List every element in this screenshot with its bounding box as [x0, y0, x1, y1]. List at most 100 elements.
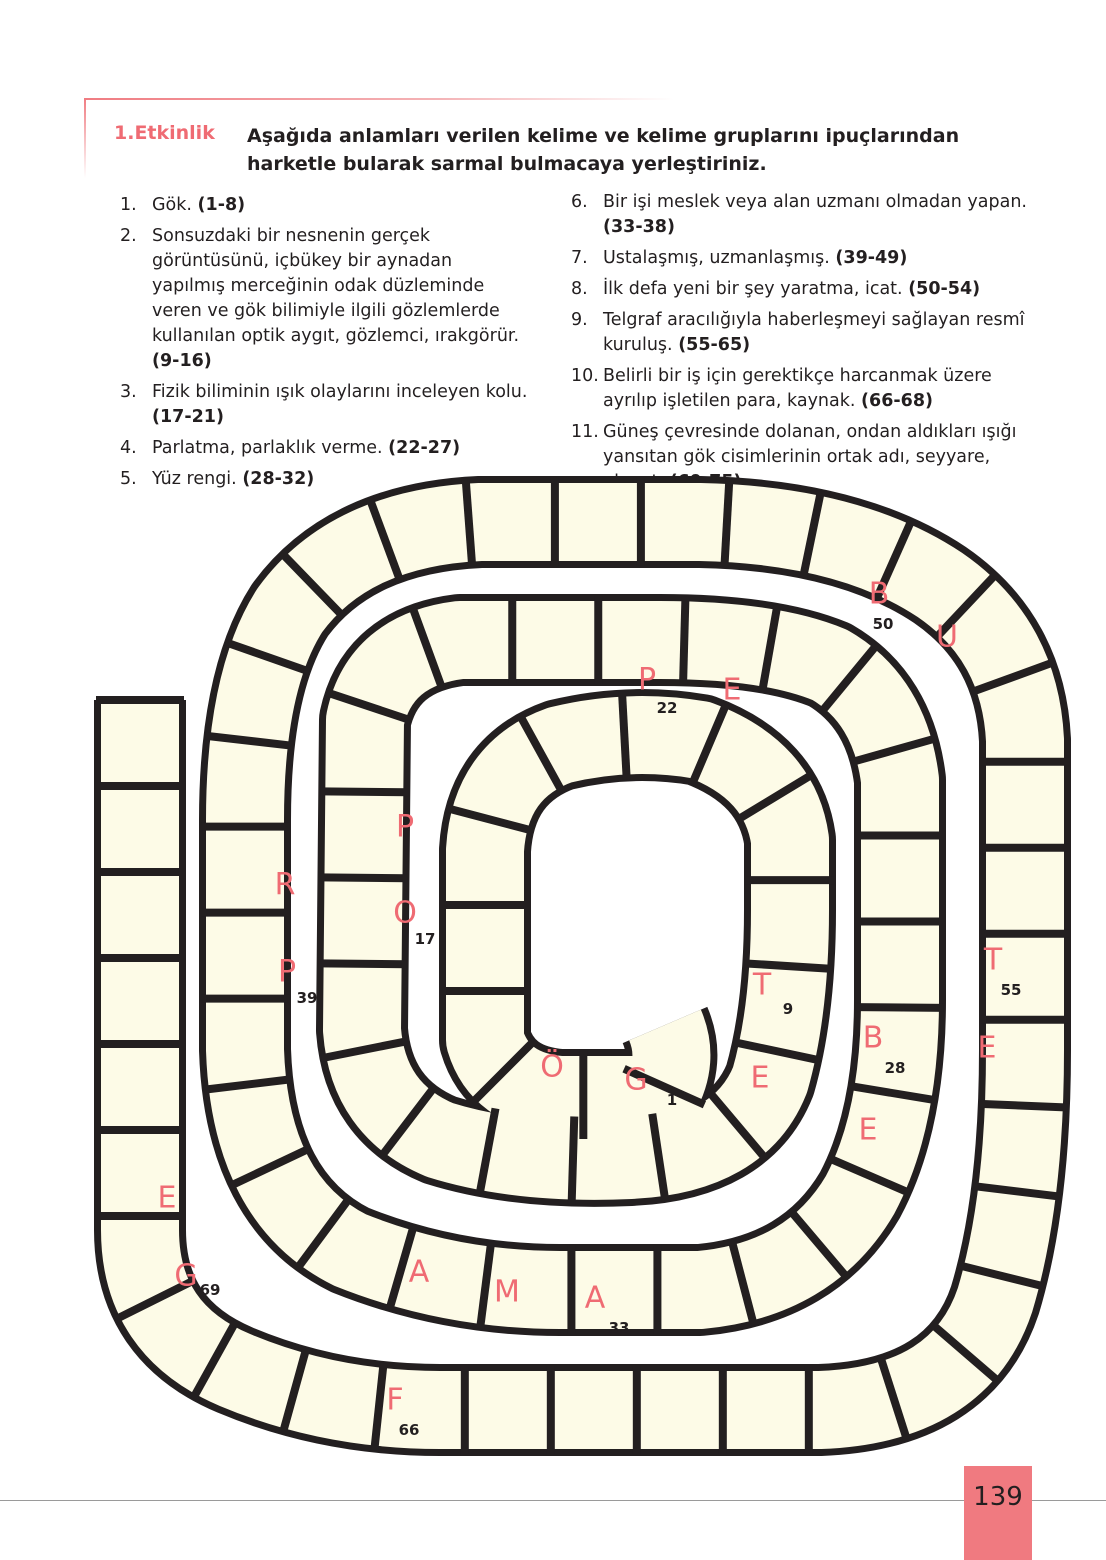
clue-number: 10. [571, 366, 599, 386]
footer-rule [0, 1500, 1106, 1501]
clue-text: Telgraf aracılığıyla haberleşmeyi sağlay… [603, 310, 1025, 355]
clue-number: 5. [120, 469, 137, 489]
clue-text: Bir işi meslek veya alan uzmanı olmadan … [603, 192, 1027, 212]
cell-divider [970, 658, 1056, 696]
cell-number: 1 [667, 1091, 677, 1109]
clue-item: 7.Ustalaşmış, uzmanlaşmış. (39-49) [571, 246, 1031, 271]
cell-letter: G [174, 1259, 197, 1294]
cell-number: 22 [657, 699, 678, 717]
clue-number: 3. [120, 382, 137, 402]
cell-letter: B [863, 1021, 884, 1056]
cell-divider [688, 701, 731, 786]
cell-divider [855, 1003, 944, 1012]
cell-divider [622, 1065, 707, 1109]
cell-divider [320, 1037, 409, 1063]
clue-range: (33-38) [603, 217, 675, 237]
cell-divider [319, 873, 408, 883]
cell-divider [224, 638, 311, 676]
cell-letter: R [275, 868, 296, 903]
clue-item: 5. Yüz rengi. (28-32) [120, 467, 530, 492]
clue-item: 3.Fizik biliminin ışık olaylarını incele… [120, 380, 530, 430]
clue-item: 1.Gök. (1-8) [120, 193, 530, 218]
clue-number: 2. [120, 226, 137, 246]
cell-letter: E [158, 1181, 177, 1216]
clue-range: (28-32) [242, 469, 315, 489]
cell-divider [476, 1241, 496, 1330]
cell-letter: E [859, 1113, 878, 1148]
cell-number: 50 [873, 615, 894, 633]
cell-letter: E [978, 1031, 997, 1066]
cell-divider [370, 1362, 388, 1451]
cell-divider [972, 1182, 1062, 1201]
page-number: 139 [973, 1482, 1023, 1512]
cell-divider [113, 1276, 197, 1323]
cell-divider [408, 604, 447, 691]
cell-divider [648, 1113, 670, 1202]
cell-number: 39 [297, 989, 318, 1007]
cell-letter: E [751, 1061, 770, 1096]
cell-letter: P [396, 810, 414, 845]
cell-divider [979, 1099, 1069, 1112]
cell-letter: B [869, 577, 890, 612]
cell-divider [744, 959, 833, 973]
cell-divider [516, 712, 566, 794]
cell-divider [325, 688, 412, 725]
cell-divider [205, 731, 294, 750]
clue-number: 7. [571, 248, 588, 268]
clue-text: İlk defa yeni bir şey yaratma, icat. [603, 279, 903, 299]
header-corner-decoration [84, 98, 674, 178]
cell-divider [475, 1107, 500, 1196]
cell-number: 28 [885, 1059, 906, 1077]
clue-range: (39-49) [835, 248, 908, 268]
clue-list-right: 6. Bir işi meslek veya alan uzmanı olmada… [571, 190, 1031, 501]
cell-letter: F [386, 1383, 403, 1418]
cell-divider [293, 1195, 353, 1272]
cell-divider [617, 691, 631, 780]
clue-item: 6. Bir işi meslek veya alan uzmanı olmada… [571, 190, 1031, 240]
clue-text: Parlatma, parlaklık verme. [152, 438, 383, 458]
page-number-tab [964, 1466, 1032, 1560]
cell-letter: Ö [540, 1049, 564, 1085]
cell-letter: T [752, 968, 772, 1003]
cell-divider [446, 804, 534, 835]
header-top-rule [84, 98, 674, 100]
clue-item: 4.Parlatma, parlaklık verme. (22-27) [120, 436, 530, 461]
cell-divider [848, 1082, 937, 1105]
cell-divider [758, 604, 782, 693]
cell-divider [228, 1144, 312, 1190]
cell-divider [872, 517, 916, 602]
cell-number: 55 [1001, 981, 1022, 999]
clue-text: Sonsuzdaki bir nesnenin gerçek görüntüsü… [152, 226, 520, 346]
clue-number: 6. [571, 192, 588, 212]
cell-divider [278, 550, 346, 619]
cell-divider [189, 1319, 240, 1401]
clue-number: 4. [120, 438, 137, 458]
clue-range: (17-21) [152, 407, 224, 427]
cell-divider [818, 641, 881, 715]
cell-divider [957, 1261, 1046, 1291]
cell-letter: G [624, 1063, 647, 1098]
clue-text: Belirli bir iş için gerektikçe harcanmak… [603, 366, 992, 411]
clue-range: (55-65) [678, 335, 751, 355]
cell-number: 33 [609, 1319, 630, 1337]
cell-divider [727, 1239, 758, 1327]
cell-divider [320, 787, 409, 797]
cell-letter: U [936, 620, 958, 655]
clue-number: 8. [571, 279, 588, 299]
cell-divider [567, 1116, 579, 1205]
cell-divider [378, 1084, 438, 1160]
cell-divider [318, 959, 407, 969]
cell-divider [461, 478, 477, 567]
clue-range: (9-16) [152, 351, 212, 371]
cell-divider [733, 1038, 821, 1065]
cell-divider [365, 497, 404, 583]
cell-number: 66 [399, 1421, 420, 1439]
cell-divider [932, 571, 1000, 641]
cell-divider [706, 1089, 769, 1162]
clue-text: Yüz rengi. [152, 469, 237, 489]
cell-number: 69 [200, 1281, 221, 1299]
cell-letter: P [278, 955, 296, 990]
header-side-rule [84, 98, 86, 178]
cell-letter: A [409, 1255, 430, 1290]
